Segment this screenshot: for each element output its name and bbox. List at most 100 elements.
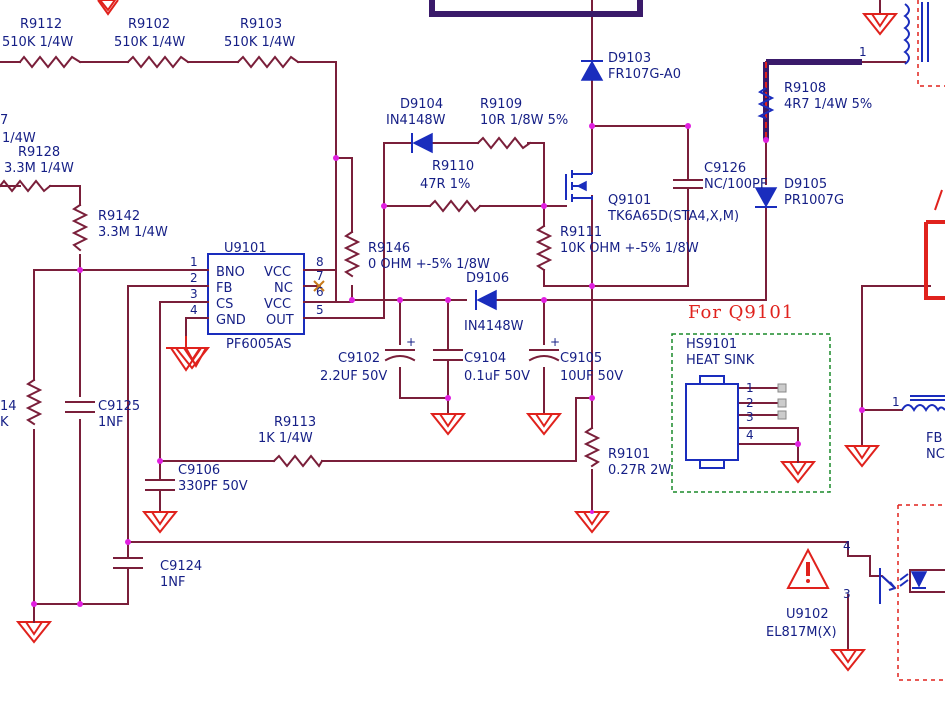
label-u9101-part: PF6005AS bbox=[226, 337, 292, 352]
pin-number: 3 bbox=[746, 410, 754, 424]
label-r9111-value: 10K OHM +-5% 1/8W bbox=[560, 241, 699, 256]
capacitors: + + bbox=[65, 179, 703, 569]
pin-number: 4 bbox=[746, 428, 754, 442]
label-r9108-value: 4R7 1/4W 5% bbox=[784, 97, 872, 112]
label-c9124-value: 1NF bbox=[160, 575, 185, 590]
pin-number: 7 bbox=[316, 269, 324, 283]
resistor-r9103 bbox=[236, 55, 300, 69]
label-u9101-ref: U9101 bbox=[224, 241, 267, 256]
pin-number: 3 bbox=[843, 587, 851, 601]
ground-icon bbox=[429, 413, 467, 436]
label-r9109-ref: R9109 bbox=[480, 97, 522, 112]
label-r9109-value: 10R 1/8W 5% bbox=[480, 113, 568, 128]
ground-icon bbox=[166, 336, 207, 372]
resistor-r9108 bbox=[757, 87, 775, 119]
label-c9102-value: 2.2UF 50V bbox=[320, 369, 387, 384]
label-r9142-ref: R9142 bbox=[98, 209, 140, 224]
label-q9101-value: TK6A65D(STA4,X,M) bbox=[607, 209, 739, 224]
polarity-plus: + bbox=[406, 335, 416, 349]
resistor-r9109 bbox=[476, 136, 532, 150]
ground-icon bbox=[861, 13, 899, 36]
label-d9106-ref: D9106 bbox=[466, 271, 509, 286]
optocoupler-u9102 bbox=[879, 568, 928, 604]
diode-d9105 bbox=[754, 187, 778, 208]
label-r9103-ref: R9103 bbox=[240, 17, 282, 32]
pin-number: 4 bbox=[843, 539, 851, 553]
label-r9142-value: 3.3M 1/4W bbox=[98, 225, 168, 240]
pin-number: 3 bbox=[190, 287, 198, 301]
label-c9104-ref: C9104 bbox=[464, 351, 506, 366]
resistors bbox=[0, 55, 775, 468]
label-r9110-value: 47R 1% bbox=[420, 177, 470, 192]
labels: R9112 510K 1/4W R9102 510K 1/4W R9103 51… bbox=[0, 17, 945, 640]
label-u9102-ref: U9102 bbox=[786, 607, 829, 622]
ground-icon bbox=[15, 621, 53, 644]
label-r9101-ref: R9101 bbox=[608, 447, 650, 462]
label-c9105-ref: C9105 bbox=[560, 351, 602, 366]
label-fb-ref: FB bbox=[926, 431, 942, 446]
mosfet-q9101 bbox=[565, 170, 593, 202]
label-r9103-value: 510K 1/4W bbox=[224, 35, 295, 50]
resistor-r-left-mid bbox=[25, 378, 43, 426]
label-c9124-ref: C9124 bbox=[160, 559, 202, 574]
label-d9103-ref: D9103 bbox=[608, 51, 651, 66]
label-r9108-ref: R9108 bbox=[784, 81, 826, 96]
label-d9105-value: PR1007G bbox=[784, 193, 844, 208]
label-r9102-ref: R9102 bbox=[128, 17, 170, 32]
label-r9128-ref: R9128 bbox=[18, 145, 60, 160]
heatsink-hs9101 bbox=[671, 333, 831, 493]
label-r9102-value: 510K 1/4W bbox=[114, 35, 185, 50]
label-d9104-value: IN4148W bbox=[386, 113, 446, 128]
pin-name-vcc: VCC bbox=[264, 265, 291, 280]
label-fb-value: NC bbox=[926, 447, 945, 462]
label-c9125-value: 1NF bbox=[98, 415, 123, 430]
label-r9128-value: 3.3M 1/4W bbox=[4, 161, 74, 176]
label-r-left-mid-ref: 14 bbox=[0, 399, 17, 414]
note-for-q9101: For Q9101 bbox=[688, 302, 794, 323]
resistor-r9142 bbox=[71, 203, 89, 252]
label-r9110-ref: R9110 bbox=[432, 159, 474, 174]
ground-icon bbox=[829, 649, 867, 672]
pin-name-cs: CS bbox=[216, 297, 233, 312]
pin-number: 1 bbox=[746, 381, 754, 395]
ground-icon bbox=[173, 347, 211, 370]
ic-u9101 bbox=[191, 253, 325, 335]
capacitor-c9105 bbox=[528, 349, 560, 362]
wires bbox=[0, 0, 945, 651]
transformer-coils bbox=[901, 2, 945, 412]
pin-name-nc: NC bbox=[274, 281, 293, 296]
pin-name-vcc: VCC bbox=[264, 297, 291, 312]
label-r-left-mid-value: K bbox=[0, 415, 9, 430]
resistor-r9112 bbox=[18, 55, 82, 69]
label-d9103-value: FR107G-A0 bbox=[608, 67, 681, 82]
pin-number: 2 bbox=[190, 271, 198, 285]
diode-d9103 bbox=[580, 60, 604, 81]
ground-icon bbox=[779, 461, 817, 484]
label-u9102-value: EL817M(X) bbox=[766, 625, 837, 640]
label-r9113-value: 1K 1/4W bbox=[258, 431, 313, 446]
polarity-plus: + bbox=[550, 335, 560, 349]
ground-icon bbox=[843, 445, 881, 468]
resistor-r-left-top bbox=[0, 179, 52, 193]
label-c9126-value: NC/100PF bbox=[704, 177, 767, 192]
resistor-r9146 bbox=[343, 230, 361, 278]
label-r9101-value: 0.27R 2W bbox=[608, 463, 671, 478]
diode-d9106 bbox=[475, 289, 497, 311]
pin-name-gnd: GND bbox=[216, 313, 246, 328]
capacitor-c9124 bbox=[113, 557, 143, 569]
label-c9106-ref: C9106 bbox=[178, 463, 220, 478]
label-c9106-value: 330PF 50V bbox=[178, 479, 248, 494]
label-q9101-ref: Q9101 bbox=[608, 193, 651, 208]
label-d9106-value: IN4148W bbox=[464, 319, 524, 334]
bus-lines bbox=[429, 0, 862, 140]
ground-icon bbox=[97, 0, 119, 16]
label-c9125-ref: C9125 bbox=[98, 399, 140, 414]
capacitor-c9125 bbox=[65, 401, 95, 413]
capacitor-c9126 bbox=[673, 179, 703, 189]
warning-icon bbox=[786, 547, 830, 589]
label-d9105-ref: D9105 bbox=[784, 177, 827, 192]
diodes bbox=[411, 60, 778, 311]
nc-marker bbox=[313, 280, 325, 292]
resistor-r9102 bbox=[126, 55, 190, 69]
